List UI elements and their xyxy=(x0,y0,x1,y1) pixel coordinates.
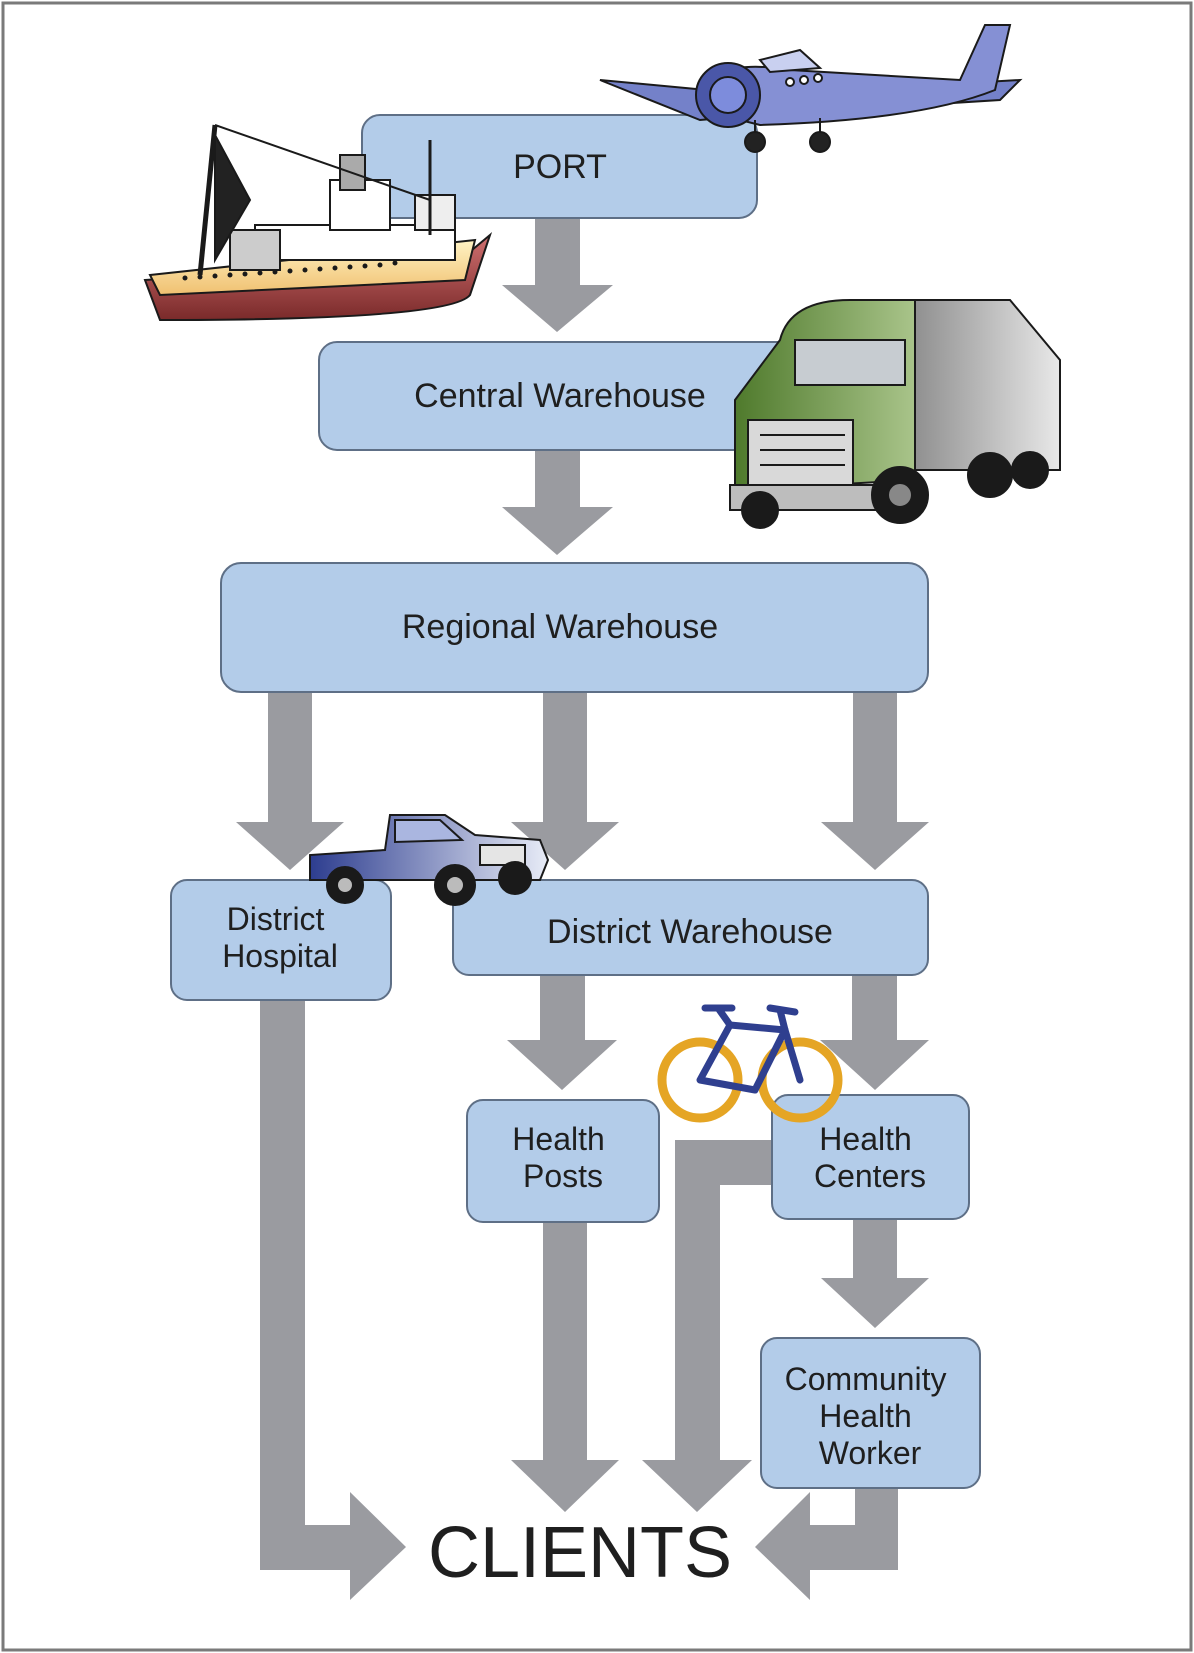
arrow-regional-to-district-warehouse xyxy=(511,692,619,870)
arrow-regional-to-hospital xyxy=(236,692,344,870)
airplane-icon xyxy=(599,24,1023,153)
flow-arrows xyxy=(236,218,929,1600)
district-warehouse-box xyxy=(452,879,929,976)
truck-icon xyxy=(729,299,1061,529)
arrow-central-to-regional xyxy=(502,450,613,555)
node-boxes xyxy=(170,114,981,1489)
arrow-hospital-to-clients xyxy=(260,995,406,1600)
community-health-worker-box xyxy=(760,1337,981,1489)
district-warehouse-label: District Warehouse xyxy=(547,913,833,951)
arrow-port-to-central xyxy=(502,218,613,332)
regional-warehouse-label: Regional Warehouse xyxy=(402,608,718,646)
central-warehouse-label: Central Warehouse xyxy=(414,377,706,415)
arrow-health-centers-to-chw xyxy=(821,1215,929,1328)
bicycle-icon xyxy=(657,1004,843,1123)
community-health-worker-label: Community Health Worker xyxy=(785,1361,956,1471)
health-centers-box xyxy=(771,1094,970,1220)
clients-label: CLIENTS xyxy=(428,1513,732,1593)
arrow-health-posts-to-clients xyxy=(511,1222,619,1512)
regional-warehouse-box xyxy=(220,562,929,693)
arrow-chw-to-clients xyxy=(755,1482,898,1600)
district-hospital-box xyxy=(170,879,392,1001)
ship-icon xyxy=(143,124,493,322)
arrow-health-centers-to-clients xyxy=(642,1140,774,1512)
pickup-truck-icon xyxy=(309,814,550,906)
arrow-district-warehouse-to-health-centers xyxy=(820,975,929,1090)
district-hospital-label: District Hospital xyxy=(222,901,338,974)
port-label: PORT xyxy=(513,148,607,186)
arrow-regional-to-health-centers xyxy=(821,692,929,870)
arrow-district-warehouse-to-health-posts xyxy=(507,975,617,1090)
health-centers-label: Health Centers xyxy=(814,1121,926,1194)
health-posts-label: Health Posts xyxy=(512,1121,613,1194)
health-posts-box xyxy=(466,1099,660,1223)
